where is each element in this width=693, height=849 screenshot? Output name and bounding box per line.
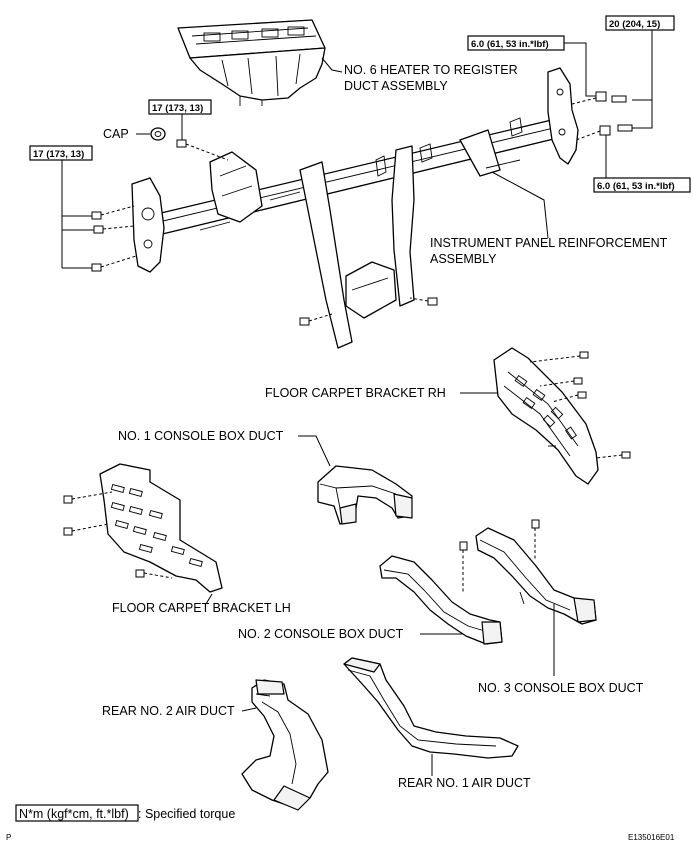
svg-text:20 (204, 15): 20 (204, 15)	[609, 19, 660, 30]
bolts-right	[595, 91, 633, 136]
bolt-duct-2	[459, 541, 468, 551]
floor-carpet-bracket-lh	[99, 463, 223, 593]
heater-duct-label-1: NO. 6 HEATER TO REGISTER	[344, 63, 518, 77]
bolt-17-top	[176, 139, 187, 148]
torque-legend: N*m (kgf*cm, ft.*lbf) : Specified torque	[15, 804, 235, 822]
page-mark: P	[6, 833, 11, 842]
console-box-duct-3	[475, 527, 597, 625]
console-duct-1-leader	[298, 435, 331, 467]
legend-unit: N*m (kgf*cm, ft.*lbf)	[19, 807, 129, 821]
rear-duct-2-label: REAR NO. 2 AIR DUCT	[102, 704, 235, 718]
reinforcement-leader	[491, 171, 549, 239]
legend-text: : Specified torque	[138, 807, 235, 821]
rear-duct-1-label: REAR NO. 1 AIR DUCT	[398, 776, 531, 790]
console-duct-3-label: NO. 3 CONSOLE BOX DUCT	[478, 681, 644, 695]
torque-box-20: 20 (204, 15)	[605, 15, 675, 31]
bolt-lower-right	[427, 297, 438, 306]
figure-id: E135016E01	[628, 833, 675, 842]
console-duct-2-label: NO. 2 CONSOLE BOX DUCT	[238, 627, 404, 641]
heater-register-duct	[177, 19, 326, 106]
bolts-left	[91, 211, 104, 272]
heater-duct-label-2: DUCT ASSEMBLY	[344, 79, 448, 93]
reinforcement-label-2: ASSEMBLY	[430, 252, 497, 266]
rear-air-duct-1	[343, 657, 519, 759]
bracket-rh-label: FLOOR CARPET BRACKET RH	[265, 386, 446, 400]
bolt-duct-3	[531, 519, 540, 529]
svg-text:6.0 (61, 53 in.*lbf): 6.0 (61, 53 in.*lbf)	[597, 181, 675, 192]
rear-air-duct-2	[241, 679, 329, 811]
bracket-lh-label: FLOOR CARPET BRACKET LH	[112, 601, 291, 615]
torque-box-6-top: 6.0 (61, 53 in.*lbf)	[467, 35, 565, 51]
cap-label: CAP	[103, 127, 129, 141]
svg-text:6.0 (61, 53 in.*lbf): 6.0 (61, 53 in.*lbf)	[471, 39, 549, 50]
console-box-duct-2	[379, 555, 503, 645]
floor-carpet-bracket-rh	[493, 347, 599, 485]
svg-text:17 (173, 13): 17 (173, 13)	[152, 103, 203, 114]
cap-part	[150, 127, 166, 141]
console-duct-1-label: NO. 1 CONSOLE BOX DUCT	[118, 429, 284, 443]
reinforcement-label-1: INSTRUMENT PANEL REINFORCEMENT	[430, 236, 668, 250]
bracket-lh-leader	[205, 593, 213, 605]
console-box-duct-1	[317, 465, 413, 525]
instrument-panel-reinforcement	[131, 67, 579, 349]
heater-duct-leader	[321, 57, 343, 73]
torque-box-17-top: 17 (173, 13)	[148, 99, 212, 115]
svg-text:17 (173, 13): 17 (173, 13)	[33, 149, 84, 160]
rear-duct-2-leader	[241, 707, 257, 712]
bolt-lower-left	[299, 317, 310, 326]
torque-box-17-left: 17 (173, 13)	[29, 145, 93, 161]
bolts-bracket-lh	[63, 495, 145, 578]
torque-box-6-right: 6.0 (61, 53 in.*lbf)	[593, 177, 691, 193]
